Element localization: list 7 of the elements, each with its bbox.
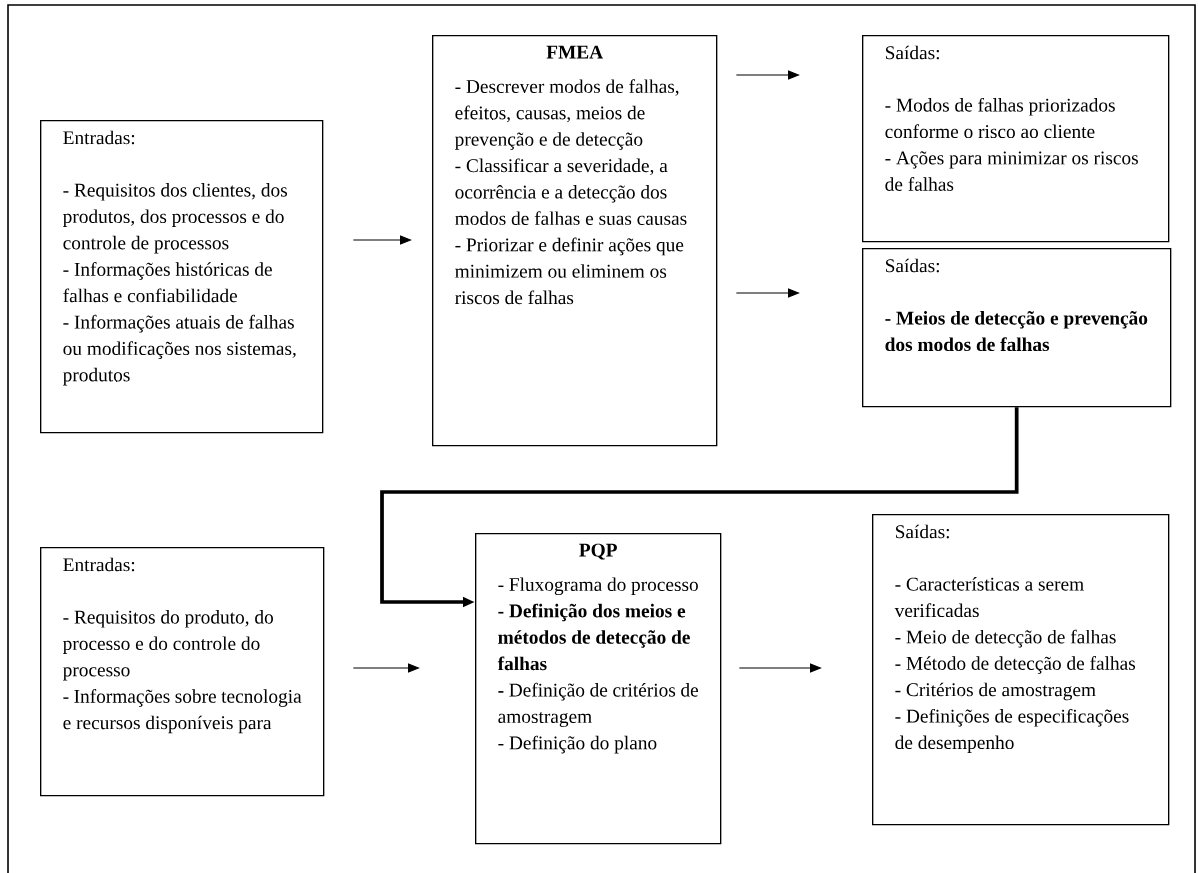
text-box: Saídas: - Modos de falhas priorizados conforme o risco ao cliente - Ações para minimizar os riscos de falhas (862, 35, 1170, 243)
process-box: FMEA - Descrever modos de falhas, efeitos, causas, meios de prevenção e de detecção - Classificar a severidade, a ocorrência e a detecção dos modos de falhas e suas causas - Priorizar e definir ações que minimizem ou eliminem os riscos de falhas (432, 35, 718, 447)
text-box: Entradas: - Requisitos dos clientes, dos produtos, dos processos e do controle de processos - Informações históricas de falhas e confiabilidade - Informações atuais de falhas ou modificações nos sistemas, produtos (40, 120, 324, 434)
text-box: Saídas: - Meios de detecção e prevenção dos modos de falhas (862, 248, 1172, 408)
process-box: PQP - Fluxograma do processo - Definição dos meios e métodos de detecção de falhas - Definição de critérios de amostragem - Definição do plano (475, 533, 722, 845)
text-box: Saídas: - Características a serem verificadas - Meio de detecção de falhas - Método de detecção de falhas - Critérios de amostragem - Definições de especificações de desempenho (872, 514, 1170, 826)
text-box: Entradas: - Requisitos do produto, do processo e do controle do processo - Informações sobre tecnologia e recursos disponíveis para (40, 547, 325, 797)
